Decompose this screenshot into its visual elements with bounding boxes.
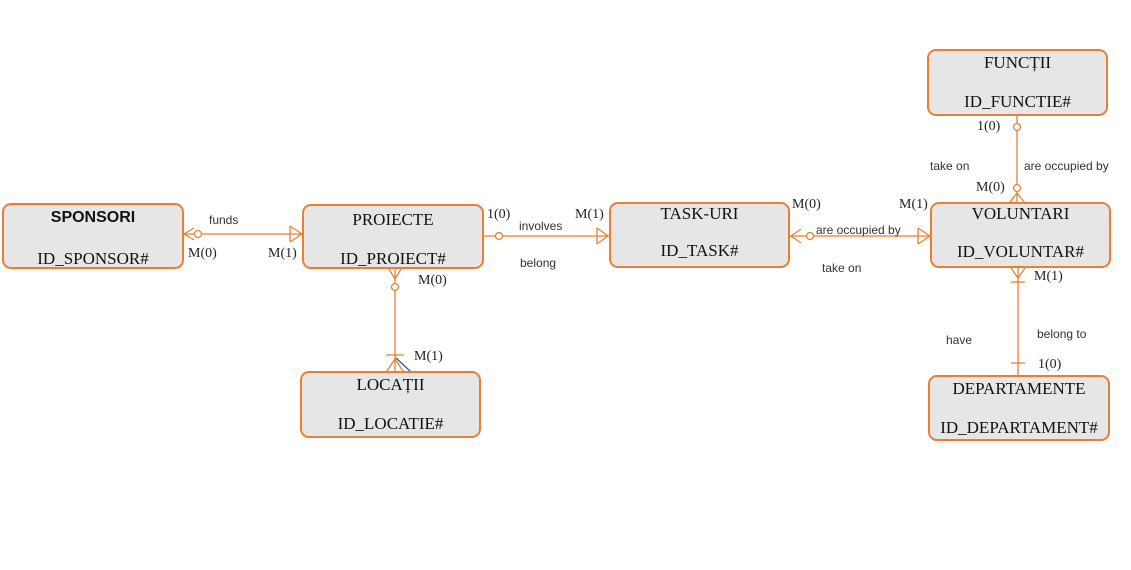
- cardinality-task-occupied: M(0): [792, 197, 821, 212]
- relationship-label-involves: involves: [519, 219, 563, 233]
- entity-name: FUNCȚII: [983, 53, 1052, 72]
- entity-functii[interactable]: FUNCȚII ID_FUNCTIE#: [927, 49, 1108, 116]
- entity-locatii[interactable]: LOCAȚII ID_LOCATIE#: [300, 371, 481, 438]
- entity-name: DEPARTAMENTE: [952, 379, 1086, 398]
- crowfoot-voluntari-bottom: [1010, 267, 1026, 280]
- crowfoot-locatii: [386, 357, 404, 372]
- entity-key: ID_VOLUNTAR#: [956, 242, 1085, 261]
- entity-key: ID_DEPARTAMENT#: [940, 418, 1098, 437]
- cardinality-voluntar-departament: M(1): [1034, 269, 1063, 284]
- entity-departamente[interactable]: DEPARTAMENTE ID_DEPARTAMENT#: [928, 375, 1110, 441]
- entity-name: VOLUNTARI: [971, 204, 1070, 223]
- entity-key: ID_TASK#: [660, 241, 739, 260]
- entity-sponsori[interactable]: SPONSORI ID_SPONSOR#: [2, 203, 184, 269]
- entity-name: LOCAȚII: [356, 375, 425, 394]
- crowfoot-task-right: [789, 228, 802, 244]
- cardinality-sponsor: M(0): [188, 246, 217, 261]
- entity-name: SPONSORI: [50, 209, 136, 226]
- relationship-label-are-occupied-by-functii: are occupied by: [1024, 159, 1109, 173]
- crowfoot-sponsori: [182, 227, 195, 241]
- relationship-label-take-on: take on: [822, 261, 862, 275]
- cardinality-voluntar-task: M(1): [899, 197, 928, 212]
- relationship-label-take-on-functii: take on: [930, 159, 970, 173]
- optional-marker-voluntari-top: [1012, 183, 1022, 193]
- entity-task-uri[interactable]: TASK-URI ID_TASK#: [609, 202, 790, 268]
- entity-key: ID_PROIECT#: [340, 249, 446, 268]
- cardinality-proiect-locatie: M(0): [418, 273, 447, 288]
- optional-marker-task: [805, 231, 815, 241]
- cardinality-functie: 1(0): [977, 119, 1001, 134]
- cardinality-task-involves: M(1): [575, 207, 604, 222]
- optional-marker-functii: [1012, 122, 1022, 132]
- crowfoot-task-left: [596, 227, 610, 245]
- optional-marker-sponsori: [193, 229, 203, 239]
- relationship-label-are-occupied-by: are occupied by: [816, 223, 901, 237]
- entity-key: ID_FUNCTIE#: [964, 92, 1071, 111]
- entity-voluntari[interactable]: VOLUNTARI ID_VOLUNTAR#: [930, 202, 1111, 268]
- crowfoot-proiecte-bottom: [388, 268, 402, 281]
- entity-key: ID_LOCATIE#: [337, 414, 444, 433]
- crowfoot-voluntari-top: [1008, 191, 1026, 204]
- relationship-label-funds: funds: [209, 213, 239, 227]
- cardinality-proiect-funds: M(1): [268, 246, 297, 261]
- cardinality-voluntar-functie: M(0): [976, 180, 1005, 195]
- cardinality-locatie: M(1): [414, 349, 443, 364]
- relationship-label-have: have: [946, 333, 973, 347]
- cardinality-proiect-involves: 1(0): [487, 207, 511, 222]
- entity-key: ID_SPONSOR#: [37, 249, 149, 268]
- relationship-label-belong: belong: [520, 256, 557, 270]
- blue-tick-locatii: [395, 357, 411, 372]
- optional-marker-proiecte-bottom: [390, 282, 400, 292]
- cardinality-departament: 1(0): [1038, 357, 1062, 372]
- entity-name: PROIECTE: [352, 210, 434, 229]
- optional-marker-proiecte: [494, 231, 504, 241]
- entity-name: TASK-URI: [660, 204, 739, 223]
- entity-proiecte[interactable]: PROIECTE ID_PROIECT#: [302, 204, 484, 269]
- relationship-label-belong-to: belong to: [1037, 327, 1087, 341]
